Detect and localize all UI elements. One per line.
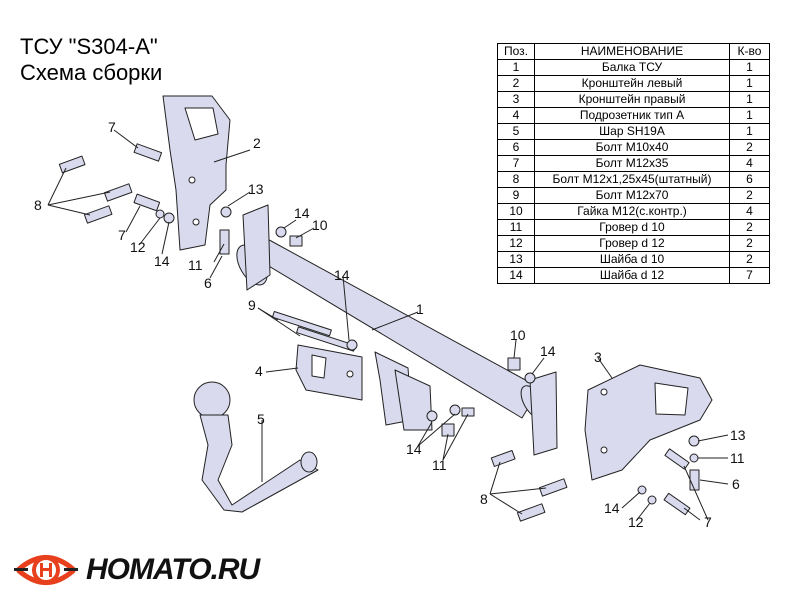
tow-beam: [236, 204, 558, 456]
diagram-title: ТСУ "S304-A": [20, 34, 158, 59]
callout-6: 6: [204, 275, 212, 291]
callout-8: 8: [34, 197, 42, 213]
parts-table-header: Поз. НАИМЕНОВАНИЕ К-во: [497, 43, 770, 60]
callout-14: 14: [406, 441, 422, 457]
tow-ball: [193, 381, 319, 513]
callout-11: 11: [188, 257, 203, 273]
leader-lines: [47, 129, 729, 522]
row-name: Шар SH19A: [534, 123, 730, 140]
diagram-subtitle: Схема сборки: [20, 60, 163, 85]
row-pos: 11: [497, 219, 535, 236]
header-pos: Поз.: [497, 43, 535, 60]
callout-1: 1: [416, 301, 424, 317]
row-name: Подрозетник тип А: [534, 107, 730, 124]
callout-7: 7: [108, 119, 116, 135]
fasteners: [58, 143, 700, 522]
row-name: Болт М12х70: [534, 187, 730, 204]
callout-11: 11: [432, 457, 447, 473]
callout-8: 8: [480, 491, 488, 507]
callout-12: 12: [130, 239, 146, 255]
callout-7: 7: [704, 514, 712, 530]
row-name: Гайка М12(с.контр.): [534, 203, 730, 220]
right-bracket: [584, 364, 713, 481]
callout-3: 3: [594, 349, 602, 365]
row-name: Кронштейн левый: [534, 75, 730, 92]
callout-10: 10: [312, 217, 328, 233]
callout-2: 2: [253, 135, 261, 151]
socket-plate: [295, 344, 363, 401]
callout-11: 11: [730, 450, 745, 466]
callout-14: 14: [154, 253, 170, 269]
callout-13: 13: [248, 181, 264, 197]
callout-13: 13: [730, 427, 746, 443]
callout-14: 14: [334, 267, 350, 283]
callout-labels: 2 1 3 4 5 7 8 7 12 14 13 11 6 14 10 14 9…: [34, 119, 746, 530]
row-name: Болт М10х40: [534, 139, 730, 156]
callout-4: 4: [255, 363, 263, 379]
callout-9: 9: [248, 297, 256, 313]
row-qty: 1: [729, 123, 770, 140]
logo-emblem-icon: [14, 555, 78, 585]
left-bracket: [162, 95, 231, 251]
callout-14: 14: [604, 500, 620, 516]
row-qty: 7: [729, 267, 770, 284]
homato-logo: HOMATO.RU: [14, 547, 260, 593]
callout-5: 5: [257, 411, 265, 427]
callout-14: 14: [294, 205, 310, 221]
logo-text: HOMATO.RU: [86, 553, 260, 586]
callout-6: 6: [732, 476, 740, 492]
callout-7: 7: [118, 227, 126, 243]
callout-10: 10: [510, 327, 526, 343]
callout-12: 12: [628, 514, 644, 530]
callout-14: 14: [540, 343, 556, 359]
